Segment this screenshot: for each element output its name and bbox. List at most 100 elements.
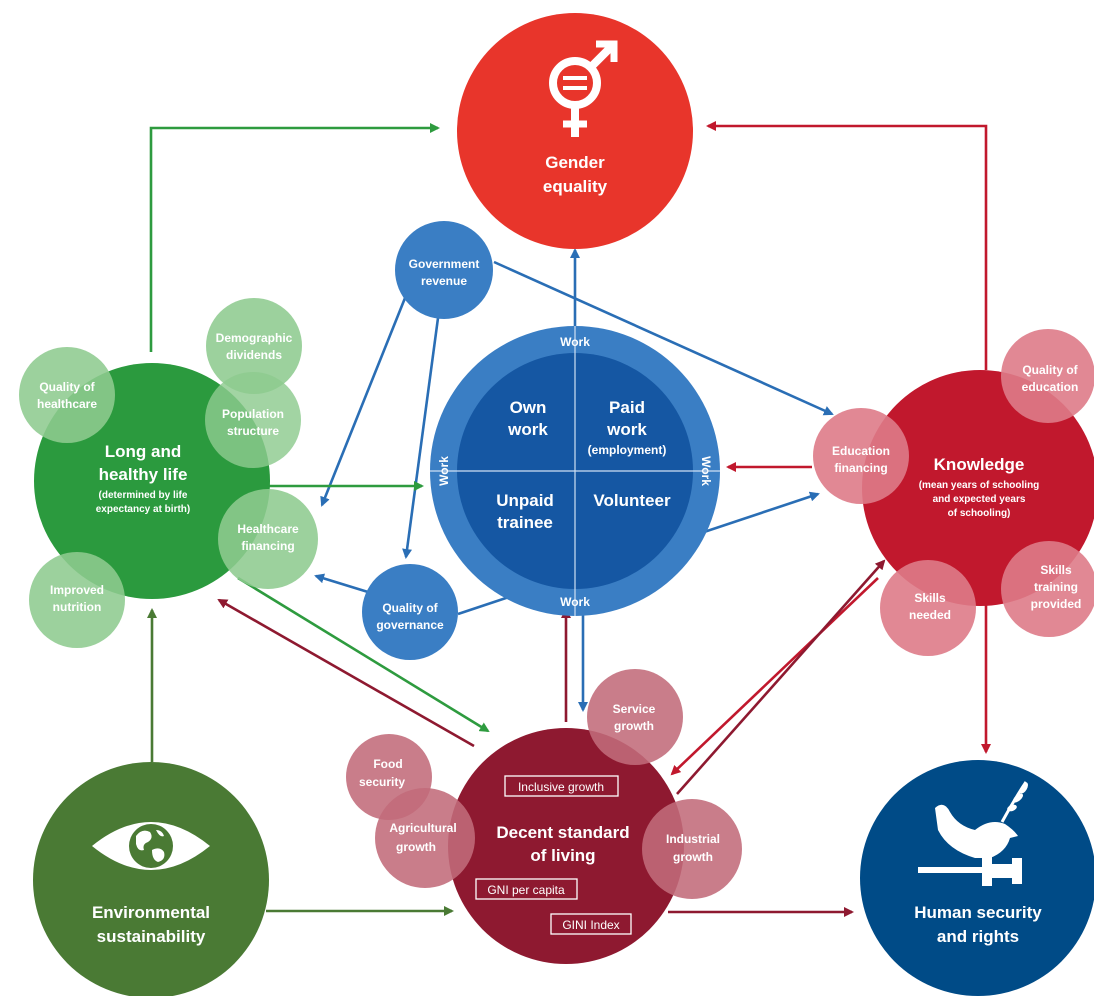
healthcare-financing-line2: financing xyxy=(241,539,294,553)
env-circle xyxy=(33,762,269,998)
governance-line2: governance xyxy=(376,618,444,632)
inclusive-growth-label: Inclusive growth xyxy=(518,780,604,794)
arrow-health-to-gender xyxy=(149,123,440,352)
food-security-line2: security xyxy=(359,775,405,789)
security-circle xyxy=(860,760,1094,996)
arrow-revenue-to-governance xyxy=(402,317,440,559)
skills-needed-line2: needed xyxy=(909,608,951,622)
node-government-revenue: Government revenue xyxy=(395,221,493,319)
work-label-bottom: Work xyxy=(560,595,590,609)
node-human-security-rights: Human security and rights xyxy=(860,760,1094,996)
arrow-knowledge-to-gender xyxy=(706,121,988,370)
arrow-revenue-to-healthcare-financing xyxy=(320,297,407,507)
work-paid-line2: work xyxy=(606,420,647,439)
satellite-industrial-growth: Industrial growth xyxy=(642,799,742,899)
arrow-living-to-knowledge xyxy=(676,559,886,795)
government-revenue-line2: revenue xyxy=(421,274,467,288)
work-own-line1: Own xyxy=(510,398,547,417)
security-line1: Human security xyxy=(914,903,1042,922)
knowledge-sub1: (mean years of schooling xyxy=(919,480,1040,491)
living-labels: Inclusive growth Decent standard of livi… xyxy=(475,775,632,935)
work-paid-line3: (employment) xyxy=(588,443,667,457)
population-line1: Population xyxy=(222,407,284,421)
satellite-quality-of-education: Quality of education xyxy=(1001,329,1094,423)
node-decent-standard-of-living xyxy=(448,728,684,964)
demographic-line2: dividends xyxy=(226,348,282,362)
node-quality-of-governance: Quality of governance xyxy=(362,564,458,660)
dove-gavel-icon xyxy=(918,781,1028,886)
arrow-knowledge-to-living xyxy=(670,577,879,776)
work-paid-line1: Paid xyxy=(609,398,645,417)
satellite-demographic-dividends: Demographic dividends xyxy=(206,298,302,394)
work-label-left: Work xyxy=(437,456,451,486)
demographic-line1: Demographic xyxy=(216,331,293,345)
inclusive-growth-box xyxy=(504,775,619,797)
government-revenue-circle xyxy=(395,221,493,319)
arrows xyxy=(147,121,991,917)
health-sub1: (determined by life xyxy=(99,490,188,501)
service-growth-line1: Service xyxy=(613,702,656,716)
skills-training-line1: Skills xyxy=(1040,563,1072,577)
governance-line1: Quality of xyxy=(382,601,438,615)
living-line1: Decent standard xyxy=(496,823,629,842)
agricultural-growth-line2: growth xyxy=(396,840,436,854)
satellite-population-structure: Population structure xyxy=(205,372,301,468)
skills-training-line2: training xyxy=(1034,580,1078,594)
work-volunteer: Volunteer xyxy=(593,491,671,510)
knowledge-sub3: of schooling) xyxy=(948,508,1011,519)
work-unpaid-line1: Unpaid xyxy=(496,491,554,510)
quality-education-line2: education xyxy=(1022,380,1079,394)
env-line2: sustainability xyxy=(97,927,206,946)
work-label-top: Work xyxy=(560,335,590,349)
gini-index-label: GINI Index xyxy=(562,918,619,932)
governance-circle xyxy=(362,564,458,660)
gender-label-line2: equality xyxy=(543,177,608,196)
health-line2: healthy life xyxy=(99,465,188,484)
satellite-skills-training-provided: Skills training provided xyxy=(1001,541,1094,637)
gni-per-capita-label: GNI per capita xyxy=(487,883,565,897)
skills-needed-line1: Skills xyxy=(914,591,946,605)
education-financing-line2: financing xyxy=(834,461,887,475)
living-line2: of living xyxy=(530,846,595,865)
arrow-health-to-living xyxy=(237,576,490,733)
service-growth-line2: growth xyxy=(614,719,654,733)
food-security-line1: Food xyxy=(373,757,402,771)
satellite-healthcare-financing: Healthcare financing xyxy=(218,489,318,589)
living-circle xyxy=(448,728,684,964)
population-line2: structure xyxy=(227,424,279,438)
arrow-governance-to-health xyxy=(314,573,369,594)
skills-training-line3: provided xyxy=(1031,597,1082,611)
improved-nutrition-line2: nutrition xyxy=(53,600,102,614)
node-environmental-sustainability: Environmental sustainability xyxy=(33,762,269,998)
improved-nutrition-line1: Improved xyxy=(50,583,104,597)
knowledge-title: Knowledge xyxy=(934,455,1025,474)
healthcare-financing-line1: Healthcare xyxy=(237,522,299,536)
arrow-living-to-health xyxy=(217,598,475,748)
quality-healthcare-line1: Quality of xyxy=(39,380,95,394)
knowledge-sub2: and expected years xyxy=(933,494,1026,505)
security-line2: and rights xyxy=(937,927,1019,946)
government-revenue-line1: Government xyxy=(409,257,480,271)
satellite-quality-of-healthcare: Quality of healthcare xyxy=(19,347,115,443)
satellite-improved-nutrition: Improved nutrition xyxy=(29,552,125,648)
gender-equality-symbol-icon xyxy=(549,40,618,137)
node-gender-equality: Gender equality xyxy=(457,13,693,249)
env-line1: Environmental xyxy=(92,903,210,922)
arrow-revenue-to-education-financing xyxy=(493,260,834,416)
gni-per-capita-box xyxy=(475,878,578,900)
health-line1: Long and xyxy=(105,442,181,461)
health-sub2: expectancy at birth) xyxy=(96,504,190,515)
satellite-education-financing: Education financing xyxy=(813,408,909,504)
satellite-agricultural-growth: Agricultural growth xyxy=(375,788,475,888)
gender-label-line1: Gender xyxy=(545,153,605,172)
satellite-skills-needed: Skills needed xyxy=(880,560,976,656)
work-unpaid-line2: trainee xyxy=(497,513,553,532)
satellite-service-growth: Service growth xyxy=(587,669,683,765)
industrial-growth-line2: growth xyxy=(673,850,713,864)
industrial-growth-line1: Industrial xyxy=(666,832,720,846)
education-financing-line1: Education xyxy=(832,444,890,458)
work-own-line2: work xyxy=(507,420,548,439)
quality-healthcare-line2: healthcare xyxy=(37,397,97,411)
